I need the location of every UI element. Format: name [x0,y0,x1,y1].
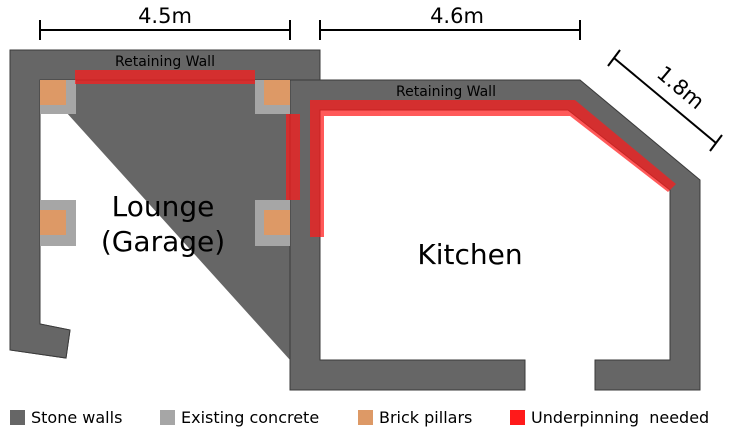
dimension-kitchen-label: 4.6m [430,4,484,28]
legend-swatch-underpin [510,410,525,425]
underpin-lounge-right [286,114,300,200]
garage-label: (Garage) [101,225,225,258]
brick-pillar-top-left [40,80,66,105]
legend-label-concrete: Existing concrete [181,408,319,427]
kitchen-retaining-wall-label: Retaining Wall [396,84,496,100]
legend-label-underpin: Underpinning needed [531,408,709,427]
dimension-kitchen-width: 4.6m [319,4,581,40]
underpinning-overlay [75,70,676,237]
legend: Stone walls Existing concrete Brick pill… [10,408,709,427]
underpin-lounge-top [75,70,255,84]
underpin-kitchen [310,100,676,237]
legend-label-stone: Stone walls [31,408,122,427]
dimension-angled-label: 1.8m [652,61,709,114]
brick-pillar-mid-left [40,210,66,235]
lounge-label: Lounge [112,190,215,223]
brick-pillar-mid-right [264,210,290,235]
dimension-lounge-width: 4.5m [39,4,291,40]
legend-swatch-concrete [160,410,175,425]
legend-swatch-stone [10,410,25,425]
lounge-retaining-wall-label: Retaining Wall [115,54,215,70]
kitchen-label: Kitchen [417,238,522,271]
brick-pillar-top-right [264,80,290,105]
kitchen-stone-wall [289,79,701,391]
legend-label-brick: Brick pillars [379,408,472,427]
legend-swatch-brick [358,410,373,425]
lounge-wall-ring [9,49,321,359]
dimension-lounge-label: 4.5m [138,4,192,28]
